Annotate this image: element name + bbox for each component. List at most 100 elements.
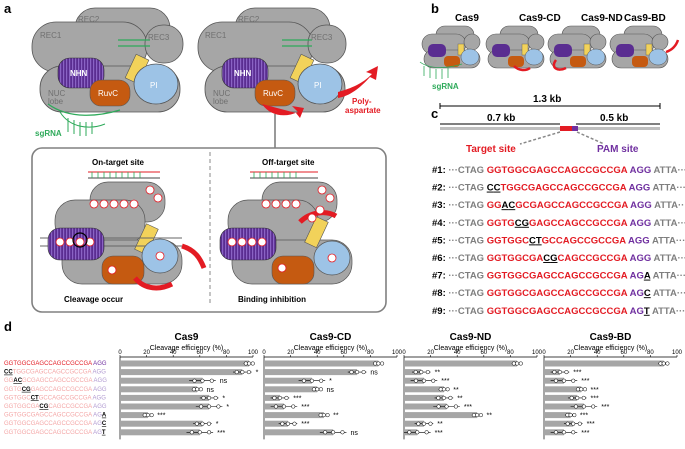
chart-xlabel: Cleavage efficiency (%) bbox=[150, 345, 223, 352]
bar bbox=[264, 369, 358, 376]
bar bbox=[544, 386, 582, 393]
d-seq-label: GGTGGCGAGCCAGCCGCCGA AGA bbox=[4, 413, 107, 419]
data-point bbox=[571, 421, 576, 426]
rec2-label: REC2 bbox=[78, 15, 100, 24]
bar bbox=[544, 360, 664, 367]
data-point bbox=[441, 395, 446, 400]
data-point bbox=[577, 421, 582, 426]
ruvc-label: RuvC bbox=[98, 89, 118, 98]
sequence-row: #7: ···CTAG GGTGGCGAGCCAGCCGCCGA AGA ATT… bbox=[432, 271, 685, 282]
nhn-label-2: NHN bbox=[234, 69, 252, 78]
bar bbox=[544, 394, 578, 401]
bar bbox=[264, 377, 312, 384]
ruvc-label-2: RuvC bbox=[263, 89, 283, 98]
x-tick-label: 80 bbox=[367, 350, 374, 356]
data-point bbox=[407, 430, 412, 435]
data-point bbox=[552, 370, 557, 375]
bar bbox=[544, 403, 584, 410]
data-point bbox=[340, 430, 345, 435]
bar bbox=[120, 412, 148, 419]
target-site-label: Target site bbox=[466, 144, 516, 155]
significance-label: *** bbox=[581, 378, 589, 385]
total-length-label: 1.3 kb bbox=[533, 94, 561, 105]
data-point bbox=[441, 387, 446, 392]
significance-label: *** bbox=[581, 430, 589, 437]
data-point bbox=[240, 370, 245, 375]
data-point bbox=[421, 378, 427, 383]
cas9-apo-diagram: REC2 REC1 REC3 NHN PI RuvC NUC lobe sgRN… bbox=[31, 7, 184, 138]
variant-label-cd: Cas9-CD bbox=[519, 13, 561, 24]
data-point bbox=[425, 370, 430, 375]
data-point bbox=[413, 378, 419, 383]
data-point bbox=[201, 395, 206, 400]
data-point bbox=[145, 413, 150, 418]
data-point bbox=[246, 370, 251, 375]
significance-label: * bbox=[256, 370, 259, 377]
significance-label: ** bbox=[457, 395, 463, 402]
polyaspartate-label-1: Poly- bbox=[352, 97, 372, 106]
pam-site-label: PAM site bbox=[597, 144, 639, 155]
chart-title: Cas9-ND bbox=[450, 332, 492, 343]
data-point bbox=[431, 378, 436, 383]
data-point bbox=[216, 404, 221, 409]
panel-b-variants: Cas9 Cas9-CD Cas9-ND Cas9-BD sgRNA bbox=[419, 13, 680, 91]
data-point bbox=[280, 421, 285, 426]
d-seq-label: GGTGGCCTGCCAGCCGCCGA AGG bbox=[4, 395, 106, 401]
d-seq-label: GGTGCGGAGCCAGCCGCCGA AGG bbox=[4, 387, 107, 393]
data-point bbox=[207, 404, 212, 409]
data-point bbox=[194, 421, 199, 426]
data-point bbox=[419, 370, 424, 375]
bar bbox=[264, 360, 379, 367]
x-tick-label: 0 bbox=[262, 350, 266, 356]
x-tick-label: 100 bbox=[392, 350, 403, 356]
mini-protein-1 bbox=[485, 25, 545, 72]
data-point bbox=[197, 430, 202, 435]
significance-label: *** bbox=[293, 395, 301, 402]
data-point bbox=[515, 361, 520, 366]
x-tick-label: 40 bbox=[170, 350, 177, 356]
panel-label-a: a bbox=[4, 1, 12, 16]
data-point bbox=[323, 430, 328, 435]
data-point bbox=[246, 361, 252, 366]
data-point bbox=[579, 387, 584, 392]
data-point bbox=[309, 378, 314, 383]
significance-label: ns bbox=[206, 387, 214, 394]
bar bbox=[264, 429, 334, 436]
variant-label-nd: Cas9-ND bbox=[581, 13, 623, 24]
nhn-label: NHN bbox=[70, 69, 88, 78]
significance-label: ns bbox=[370, 370, 378, 377]
significance-label: *** bbox=[435, 430, 443, 437]
bar bbox=[120, 394, 210, 401]
right-length-label: 0.5 kb bbox=[600, 113, 628, 124]
data-point bbox=[591, 404, 596, 409]
bar bbox=[544, 420, 574, 427]
x-tick-label: 0 bbox=[542, 350, 546, 356]
chart-xlabel: Cleavage efficiency (%) bbox=[294, 345, 367, 352]
bar bbox=[120, 403, 210, 410]
bar bbox=[120, 420, 203, 427]
significance-label: *** bbox=[573, 370, 581, 377]
data-point bbox=[285, 421, 290, 426]
x-tick-label: 0 bbox=[402, 350, 406, 356]
data-point bbox=[561, 378, 567, 383]
significance-label: *** bbox=[301, 404, 309, 411]
rec3-label-2: REC3 bbox=[311, 33, 333, 42]
bar bbox=[120, 377, 203, 384]
data-point bbox=[564, 370, 569, 375]
data-point bbox=[581, 404, 586, 409]
left-length-label: 0.7 kb bbox=[487, 113, 515, 124]
panel-d-charts: GGTGGCGAGCCAGCCGCCGA AGGCCTGGCGAGCCAGCCG… bbox=[4, 332, 683, 440]
data-point bbox=[281, 404, 287, 409]
data-point bbox=[581, 395, 586, 400]
data-point bbox=[518, 361, 523, 366]
significance-label: *** bbox=[157, 413, 165, 420]
polyaspartate-label-2: aspartate bbox=[345, 106, 381, 115]
d-seq-label: GGACGCGAGCCAGCCGCCGA AGG bbox=[4, 378, 107, 384]
rec1-label-2: REC1 bbox=[205, 31, 227, 40]
data-point bbox=[415, 430, 420, 435]
significance-label: *** bbox=[301, 421, 309, 428]
significance-label: * bbox=[216, 421, 219, 428]
data-point bbox=[571, 430, 576, 435]
